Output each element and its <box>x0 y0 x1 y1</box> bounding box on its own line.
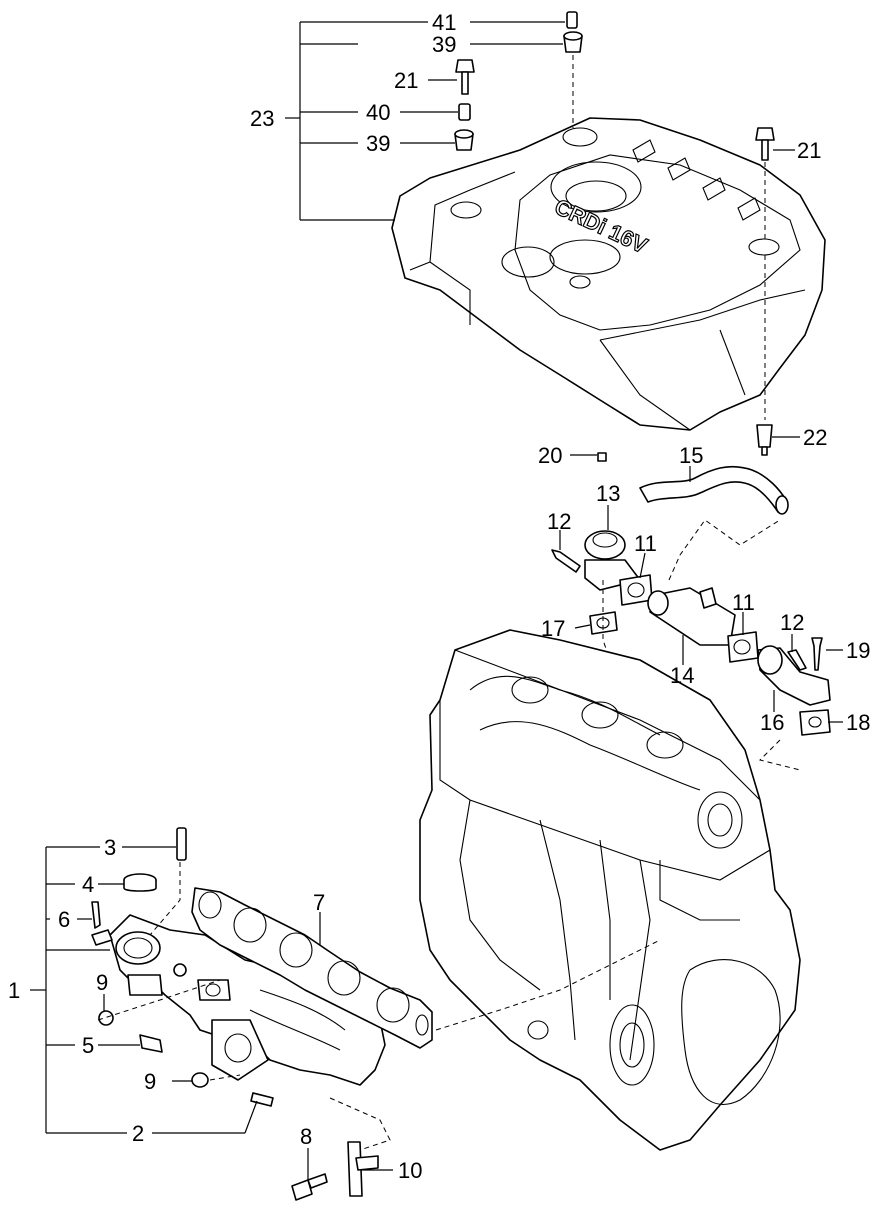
callout-18: 18 <box>846 710 870 735</box>
callout-19: 19 <box>846 638 870 663</box>
callout-labels: 41 39 21 40 23 39 21 22 20 15 13 12 11 1… <box>8 10 870 1183</box>
callout-21-left: 21 <box>394 68 418 93</box>
callout-5: 5 <box>82 1033 94 1058</box>
callout-9-lower: 9 <box>144 1069 156 1094</box>
leader-lines <box>30 21 843 1180</box>
callout-9-upper: 9 <box>96 970 108 995</box>
callout-22: 22 <box>803 425 827 450</box>
engine-cover: CRDi 16V <box>391 117 826 431</box>
callout-11-right: 11 <box>732 590 755 615</box>
callout-40: 40 <box>366 100 390 125</box>
callout-12-right: 12 <box>780 610 804 635</box>
callout-14: 14 <box>670 663 694 688</box>
callout-4: 4 <box>82 872 94 897</box>
cover-fasteners <box>454 11 775 456</box>
callout-8: 8 <box>300 1124 312 1149</box>
exhaust-manifold <box>109 914 386 1086</box>
callout-10: 10 <box>398 1158 422 1183</box>
callout-15: 15 <box>679 443 703 468</box>
callout-12-left: 12 <box>547 509 571 534</box>
callout-6: 6 <box>58 907 70 932</box>
engine-block <box>419 629 801 1151</box>
manifold-gasket <box>191 887 433 1049</box>
manifold-fasteners <box>91 827 391 1201</box>
callout-39-lower: 39 <box>366 131 390 156</box>
callout-41: 41 <box>432 10 456 35</box>
callout-3: 3 <box>104 835 116 860</box>
callout-11-left: 11 <box>634 531 657 556</box>
callout-20: 20 <box>538 443 562 468</box>
callout-39-upper: 39 <box>432 32 456 57</box>
callout-13: 13 <box>596 481 620 506</box>
egr-assembly <box>551 452 831 771</box>
callout-7: 7 <box>313 890 325 915</box>
callout-21-right: 21 <box>797 138 821 163</box>
callout-1: 1 <box>8 978 20 1003</box>
callout-23: 23 <box>250 106 274 131</box>
callout-2: 2 <box>132 1121 144 1146</box>
callout-17: 17 <box>541 616 565 641</box>
callout-16: 16 <box>760 710 784 735</box>
